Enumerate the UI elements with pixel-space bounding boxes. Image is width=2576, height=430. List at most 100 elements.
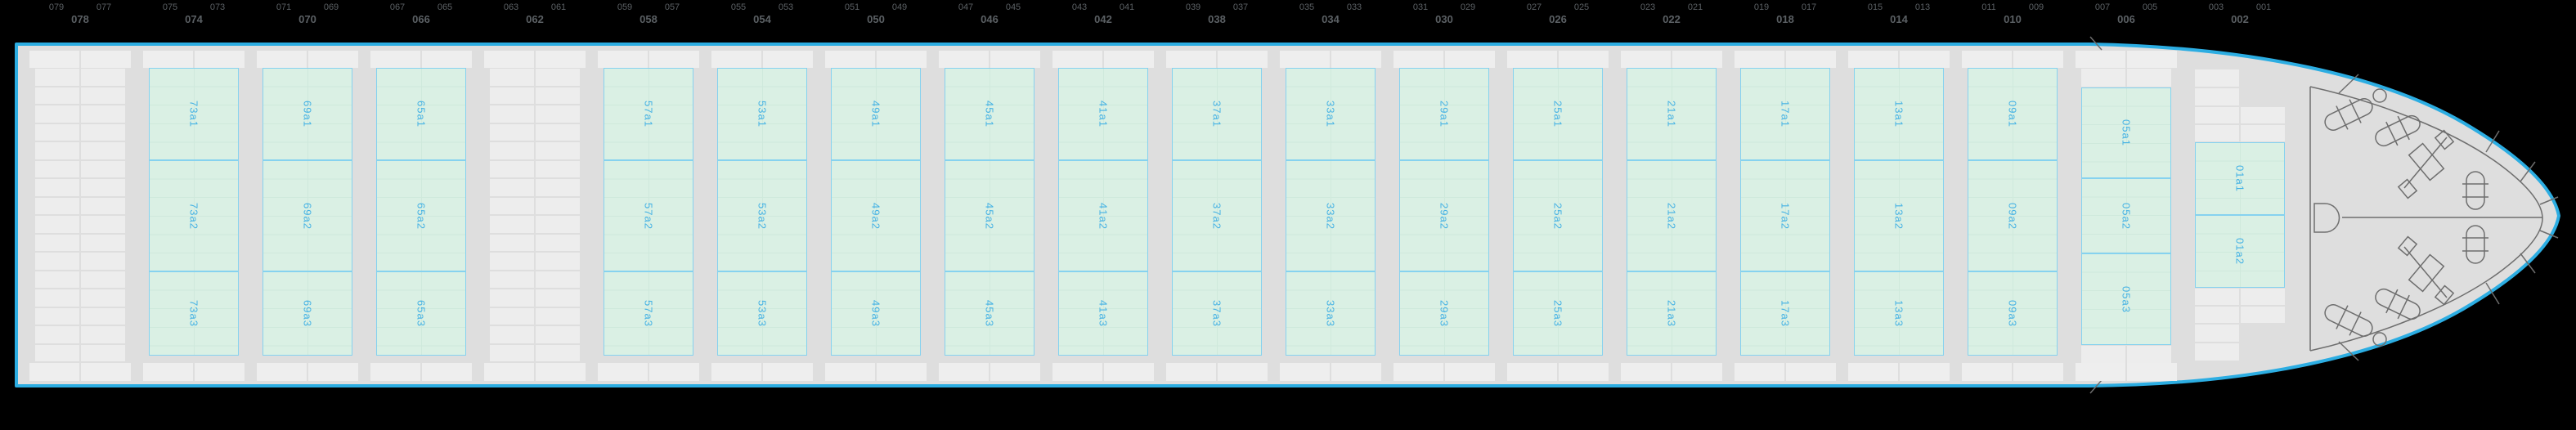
hatch-header-cell [143, 51, 193, 68]
hatch-header-cell [1735, 51, 1784, 68]
windlass-icon [2375, 114, 2421, 147]
slot-block-09a3[interactable]: 09a3 [1968, 271, 2058, 356]
deck-cell [81, 87, 125, 104]
slot-block-73a3[interactable]: 73a3 [149, 271, 239, 356]
hatch-header-cell [29, 363, 79, 381]
slot-block-37a3[interactable]: 37a3 [1172, 271, 1262, 356]
deck-cell-grid [2081, 346, 2171, 363]
deck-cell [2127, 69, 2171, 87]
hatch-header-cell [1218, 51, 1268, 68]
windlass-icon [2324, 304, 2373, 337]
hatch-header-cell [990, 51, 1040, 68]
slot-block-33a3[interactable]: 33a3 [1286, 271, 1376, 356]
slot-block-45a3[interactable]: 45a3 [945, 271, 1034, 356]
slot-block-73a1[interactable]: 73a1 [149, 68, 239, 160]
ruler-label-even: 058 [640, 13, 657, 25]
slot-block-69a2[interactable]: 69a2 [263, 160, 352, 271]
slot-block-33a2[interactable]: 33a2 [1286, 160, 1376, 271]
hatch-header-cell [1507, 51, 1557, 68]
ruler-label-odd: 009 [2028, 2, 2044, 12]
slot-block-37a2[interactable]: 37a2 [1172, 160, 1262, 271]
slot-block-69a1[interactable]: 69a1 [263, 68, 352, 160]
hatch-header-cell [1393, 51, 1443, 68]
slot-block-25a2[interactable]: 25a2 [1513, 160, 1603, 271]
ruler-label-odd: 063 [503, 2, 519, 12]
slot-block-09a2[interactable]: 09a2 [1968, 160, 2058, 271]
slot-block-45a2[interactable]: 45a2 [945, 160, 1034, 271]
bay-hatch-header [1621, 363, 1722, 381]
slot-block-21a2[interactable]: 21a2 [1627, 160, 1717, 271]
slot-block-65a3[interactable]: 65a3 [376, 271, 466, 356]
slot-block-69a3[interactable]: 69a3 [263, 271, 352, 356]
slot-block-57a2[interactable]: 57a2 [604, 160, 693, 271]
hatch-header-cell [370, 363, 420, 381]
bay-hatch-header [2076, 363, 2177, 381]
slot-block-09a1[interactable]: 09a1 [1968, 68, 2058, 160]
hatch-header-cell [763, 51, 813, 68]
ruler-label-odd: 057 [664, 2, 680, 12]
hatch-header-cell [29, 51, 79, 68]
slot-block-21a3[interactable]: 21a3 [1627, 271, 1717, 356]
slot-block-45a1[interactable]: 45a1 [945, 68, 1034, 160]
slot-block-53a1[interactable]: 53a1 [717, 68, 807, 160]
slot-block-37a1[interactable]: 37a1 [1172, 68, 1262, 160]
slot-block-65a2[interactable]: 65a2 [376, 160, 466, 271]
slot-block-53a3[interactable]: 53a3 [717, 271, 807, 356]
deck-cell [81, 105, 125, 123]
hatch-header-cell [1672, 363, 1722, 381]
anchor-chain-icon [2397, 129, 2455, 199]
deck-cell [490, 216, 534, 233]
bay-hatch-header [598, 51, 699, 68]
slot-block-01a1[interactable]: 01a1 [2195, 142, 2285, 215]
slot-block-49a1[interactable]: 49a1 [831, 68, 921, 160]
hatch-header-cell [1218, 363, 1268, 381]
slot-block-13a3[interactable]: 13a3 [1854, 271, 1944, 356]
slot-block-05a2[interactable]: 05a2 [2081, 178, 2171, 253]
bay-hatch-header [1052, 363, 1154, 381]
slot-block-01a2[interactable]: 01a2 [2195, 215, 2285, 288]
slot-block-29a2[interactable]: 29a2 [1399, 160, 1489, 271]
slot-block-05a3[interactable]: 05a3 [2081, 253, 2171, 345]
deck-cell [490, 142, 534, 159]
ruler-label-even: 054 [753, 13, 771, 25]
slot-block-57a1[interactable]: 57a1 [604, 68, 693, 160]
slot-block-17a1[interactable]: 17a1 [1740, 68, 1830, 160]
slot-block-29a3[interactable]: 29a3 [1399, 271, 1489, 356]
hatch-header-cell [195, 51, 245, 68]
bay-hatch-header [484, 51, 586, 68]
hatch-header-cell [370, 51, 420, 68]
slot-block-13a2[interactable]: 13a2 [1854, 160, 1944, 271]
slot-block-57a3[interactable]: 57a3 [604, 271, 693, 356]
deck-cell [2081, 346, 2125, 363]
slot-block-33a1[interactable]: 33a1 [1286, 68, 1376, 160]
slot-block-53a2[interactable]: 53a2 [717, 160, 807, 271]
slot-block-17a3[interactable]: 17a3 [1740, 271, 1830, 356]
slot-block-17a2[interactable]: 17a2 [1740, 160, 1830, 271]
slot-block-73a2[interactable]: 73a2 [149, 160, 239, 271]
slot-block-21a1[interactable]: 21a1 [1627, 68, 1717, 160]
slot-block-41a2[interactable]: 41a2 [1058, 160, 1148, 271]
bow-circle [2372, 332, 2387, 347]
deck-cell [490, 326, 534, 343]
slot-block-49a2[interactable]: 49a2 [831, 160, 921, 271]
deck-cell [81, 69, 125, 86]
slot-block-25a3[interactable]: 25a3 [1513, 271, 1603, 356]
slot-block-49a3[interactable]: 49a3 [831, 271, 921, 356]
slot-block-25a1[interactable]: 25a1 [1513, 68, 1603, 160]
slot-block-05a1[interactable]: 05a1 [2081, 87, 2171, 178]
slot-block-41a3[interactable]: 41a3 [1058, 271, 1148, 356]
slot-block-65a1[interactable]: 65a1 [376, 68, 466, 160]
slot-block-13a1[interactable]: 13a1 [1854, 68, 1944, 160]
slot-block-29a1[interactable]: 29a1 [1399, 68, 1489, 160]
deck-cell [490, 87, 534, 104]
ruler-label-odd: 005 [2142, 2, 2158, 12]
ruler-label-odd: 007 [2094, 2, 2111, 12]
ruler-label-even: 022 [1663, 13, 1681, 25]
ruler-label-odd: 061 [550, 2, 567, 12]
slot-block-41a1[interactable]: 41a1 [1058, 68, 1148, 160]
hatch-header-cell [422, 363, 472, 381]
